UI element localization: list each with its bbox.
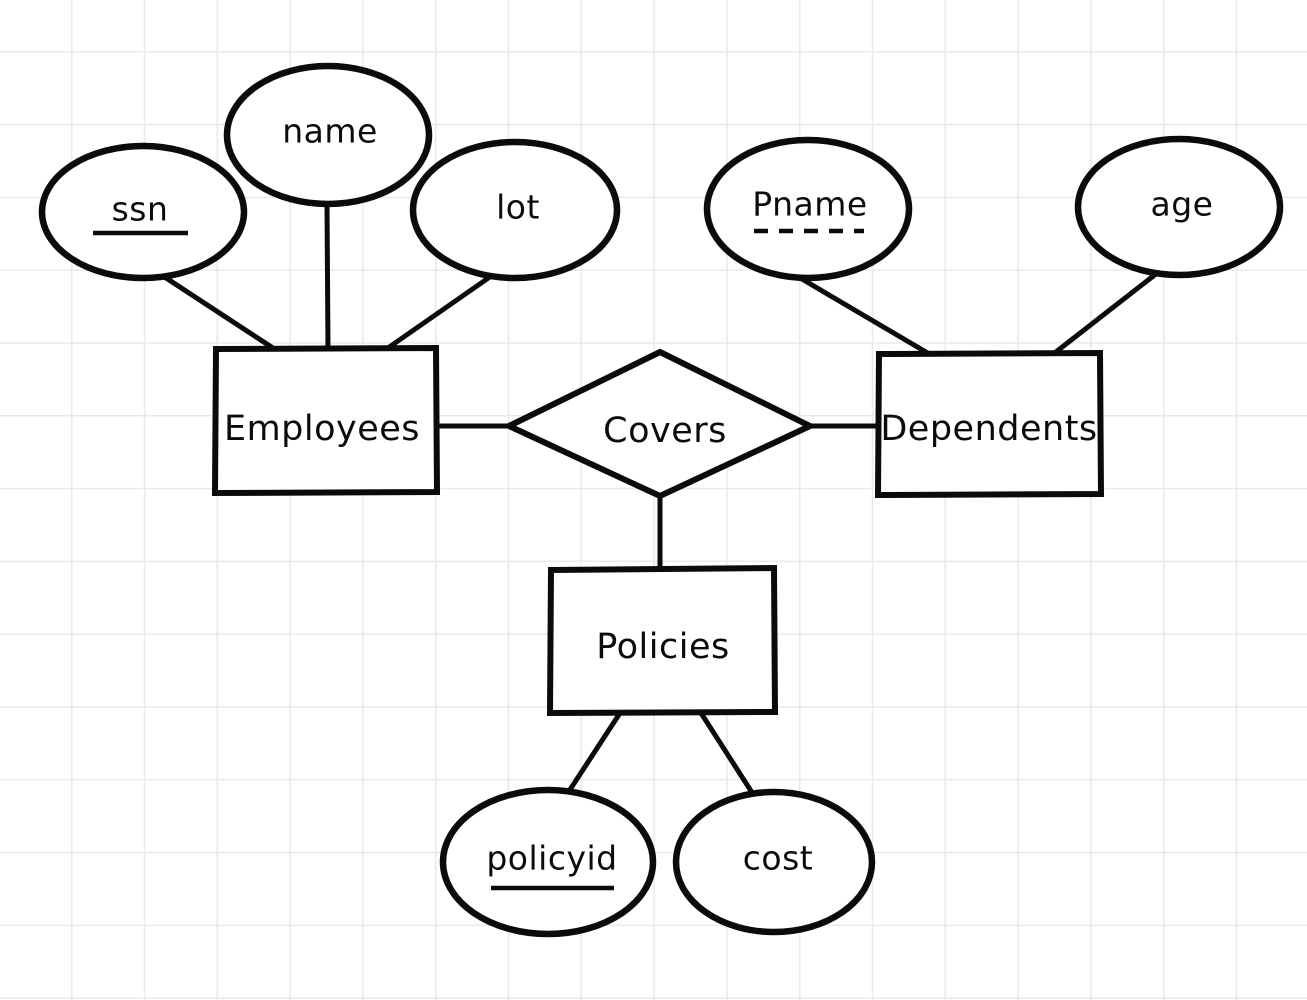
- lot-ellipse[interactable]: [409, 138, 621, 282]
- age-ellipse[interactable]: [1074, 135, 1284, 279]
- attribute-age[interactable]: age: [1074, 135, 1284, 279]
- policies-label: Policies: [596, 627, 729, 667]
- cost-ellipse[interactable]: [672, 788, 876, 936]
- edge-name-to-employees: [324, 202, 331, 352]
- attribute-pname[interactable]: Pname: [703, 136, 913, 282]
- attribute-name[interactable]: name: [223, 62, 433, 208]
- dependents-label: Dependents: [880, 409, 1097, 449]
- relationship-covers[interactable]: Covers: [502, 348, 817, 500]
- attribute-cost[interactable]: cost: [672, 788, 876, 936]
- ssn-ellipse[interactable]: [38, 142, 248, 282]
- lot-label: lot: [496, 188, 540, 227]
- age-label: age: [1151, 185, 1214, 224]
- edge-pname-to-dependents: [787, 269, 934, 358]
- pname-ellipse[interactable]: [703, 136, 913, 282]
- entity-dependents[interactable]: Dependents: [874, 349, 1105, 499]
- edge-policies-to-cost: [698, 710, 763, 808]
- employees-label: Employees: [224, 409, 420, 449]
- covers-label: Covers: [603, 411, 727, 451]
- entity-policies[interactable]: Policies: [546, 564, 779, 717]
- policyid-ellipse[interactable]: [439, 786, 657, 938]
- name-ellipse[interactable]: [223, 62, 433, 208]
- covers-diamond[interactable]: [502, 348, 817, 500]
- attribute-lot[interactable]: lot: [409, 138, 621, 282]
- entity-employees[interactable]: Employees: [211, 344, 441, 497]
- edge-age-to-dependents: [1049, 267, 1164, 358]
- dependents-rect[interactable]: [874, 349, 1105, 499]
- edge-ssn-to-employees: [160, 273, 279, 353]
- ssn-label: ssn: [112, 190, 169, 229]
- pname-label: Pname: [752, 185, 867, 224]
- cost-label: cost: [743, 839, 813, 878]
- attribute-policyid[interactable]: policyid: [439, 786, 657, 938]
- policies-rect[interactable]: [546, 564, 779, 717]
- employees-rect[interactable]: [211, 344, 441, 497]
- policyid-label: policyid: [486, 839, 617, 878]
- edge-lot-to-employees: [382, 269, 500, 353]
- attribute-ssn[interactable]: ssn: [38, 142, 248, 282]
- name-label: name: [282, 112, 378, 151]
- edges-layer: [160, 202, 1164, 808]
